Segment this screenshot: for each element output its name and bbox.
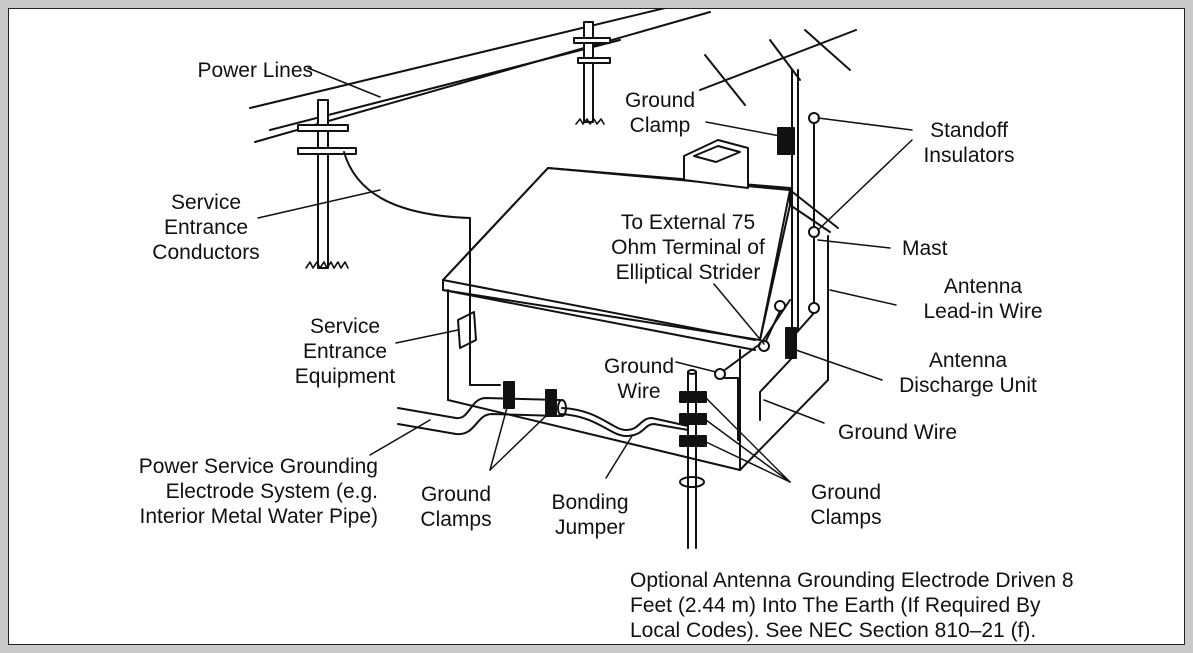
water-pipe-art [397, 381, 689, 437]
label-ground-clamps-right: Ground Clamps [810, 481, 882, 529]
label-power-service-grounding: Power Service Grounding Electrode System… [138, 455, 378, 528]
label-antenna-lead-in-wire: Antenna Lead-in Wire [923, 275, 1043, 323]
label-service-entrance-conductors: Service Entrance Conductors [152, 191, 260, 264]
label-ground-clamps-left: Ground Clamps [420, 483, 492, 531]
house-art [442, 139, 839, 471]
power-lines-art [249, 8, 711, 269]
label-optional-electrode: Optional Antenna Grounding Electrode Dri… [630, 569, 1074, 642]
label-bonding-jumper: Bonding Jumper [551, 491, 629, 539]
label-ground-wire-center: Ground Wire [603, 355, 675, 403]
label-mast: Mast [902, 237, 948, 260]
leader-lines [257, 67, 913, 483]
label-service-entrance-equipment: Service Entrance Equipment [294, 315, 396, 388]
label-to-external-terminal: To External 75 Ohm Terminal of Elliptica… [611, 211, 765, 284]
label-antenna-discharge-unit: Antenna Discharge Unit [899, 349, 1037, 397]
label-standoff-insulators: Standoff Insulators [923, 119, 1015, 167]
label-ground-clamp-top: Ground Clamp [624, 89, 696, 137]
label-power-lines: Power Lines [197, 59, 313, 82]
label-ground-wire-right: Ground Wire [838, 421, 958, 444]
antenna-art [679, 29, 857, 549]
